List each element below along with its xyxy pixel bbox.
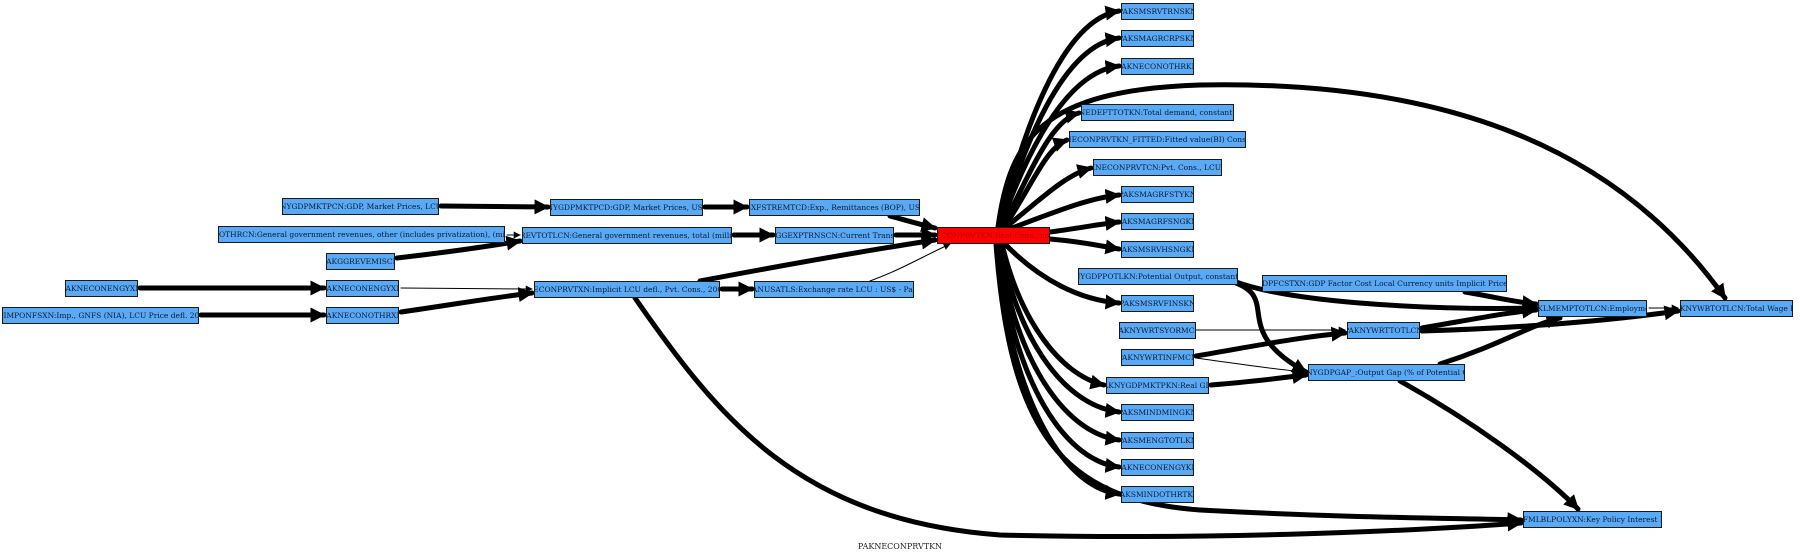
node-fitted[interactable]: PAKNECONPRVTKN_FITTED:Fitted value(BI) C… bbox=[1069, 131, 1246, 148]
edge-focus-smagrfsngkn bbox=[1047, 215, 1122, 235]
edge-focus-smsrvhsngkn bbox=[1047, 236, 1122, 255]
node-nywbtotlcn[interactable]: PAKNYWBTOTLCN:Total Wage Bill bbox=[1680, 300, 1793, 317]
node-prvtxn[interactable]: PAKNECONPRVTXN:Implicit LCU defl., Pvt. … bbox=[534, 281, 720, 298]
node-smengtotlkn[interactable]: PAKSMENGTOTLKN bbox=[1121, 432, 1194, 449]
node-neconothrkn[interactable]: PAKNECONOTHRKN bbox=[1121, 58, 1194, 75]
node-nfimponfsxn[interactable]: PAKNFIMPONFSXN:Imp., GNFS (NIA), LCU Pri… bbox=[2, 307, 199, 324]
node-ggrevemiscn[interactable]: PAKGGREVEMISCN bbox=[326, 253, 395, 270]
node-prvtcn[interactable]: PAKNECONPRVTCN:Pvt. Cons., LCU mn bbox=[1093, 159, 1222, 176]
edge-focus-nywbtotlcn bbox=[995, 82, 1728, 301]
edge-focus-nedefttotkn bbox=[999, 108, 1082, 230]
node-bxfstremtcd[interactable]: PAKBXFSTREMTCD:Exp., Remittances (BOP), … bbox=[749, 199, 920, 216]
node-neconengykn[interactable]: PAKNECONENGYKN bbox=[1121, 459, 1194, 476]
node-ggrevothrcn[interactable]: PAKGGREVOTHRCN:General government revenu… bbox=[218, 226, 505, 243]
edge-nywrttotlcn-empttotlcn bbox=[1419, 303, 1539, 331]
edge-focus-fitted bbox=[1001, 137, 1070, 230]
edge-focus-gdpmktpkn bbox=[999, 241, 1107, 390]
edge-focus-fmlblpolyxn bbox=[993, 241, 1524, 528]
edge-nywrtinfmcn-nywrttotlcn bbox=[1193, 326, 1348, 359]
node-focus[interactable]: PAKNECONPRVTKN:Real Cons., constant bbox=[937, 227, 1050, 244]
edge-prvtxn-focus bbox=[697, 234, 938, 284]
edge-prvtxn-fmlblpolyxn bbox=[632, 295, 1524, 540]
node-smsrvfinskn[interactable]: PAKSMSRVFINSKN bbox=[1121, 295, 1194, 312]
edge-gdpmktpkn-gdpgap bbox=[1208, 369, 1309, 388]
node-neconothrxn[interactable]: PAKNECONOTHRXN bbox=[326, 307, 399, 324]
edge-gdpfcstxn-empttotlcn bbox=[1462, 289, 1539, 311]
node-panusatls[interactable]: PAKPANUSATLS:Exchange rate LCU : US$ - P… bbox=[754, 281, 914, 298]
node-nywrttotlcn[interactable]: PAKNYWRTTOTLCN bbox=[1347, 322, 1420, 339]
node-gdpgap[interactable]: PAKNYGDPGAP_:Output Gap (% of Potential … bbox=[1308, 364, 1465, 381]
node-neconengyxn-left[interactable]: PAKNECONENGYXN bbox=[65, 280, 138, 297]
node-smagrfsngkn[interactable]: PAKSMAGRFSNGKN bbox=[1121, 213, 1194, 230]
edge-gdppotlkn-gdpgap bbox=[1233, 280, 1309, 375]
edge-focus-smindmingkn bbox=[997, 241, 1122, 418]
node-gdppotlkn[interactable]: PAKNYGDPPOTLKN:Potential Output, constan… bbox=[1078, 268, 1238, 285]
node-smsrvtrnskn[interactable]: PAKSMSRVTRNSKN bbox=[1121, 3, 1194, 20]
node-nedefttotkn[interactable]: PAKNEDEFTTOTKN:Total demand, constant LC… bbox=[1081, 104, 1234, 121]
edge-neconengyxn-prvtxn bbox=[400, 285, 533, 293]
edge-focus-smengtotlkn bbox=[996, 241, 1122, 446]
edge-gdpgap-empttotlcn bbox=[1437, 313, 1563, 367]
node-gdpmktpcn[interactable]: PAKNYGDPMKTPCN:GDP, Market Prices, LCU m… bbox=[282, 198, 439, 215]
node-smindothrkn[interactable]: PAKSMINDOTHRTKN bbox=[1121, 486, 1194, 503]
node-ggrevtotlcn[interactable]: PAKGGREVTOTLCN:General government revenu… bbox=[522, 227, 732, 244]
node-gdpmktpcd[interactable]: PAKNYGDPMKTPCD:GDP, Market Prices, US$ m… bbox=[550, 199, 703, 216]
edge-gdpgap-fmlblpolyxn bbox=[1397, 378, 1581, 512]
node-nywrtinfmcn[interactable]: PAKNYWRTINFMCN bbox=[1121, 349, 1194, 366]
node-smagrfstykn[interactable]: PAKSMAGRFSTYKN bbox=[1121, 186, 1194, 203]
node-neconengyxn[interactable]: PAKNECONENGYXN bbox=[326, 280, 399, 297]
node-nywrtsyormcn[interactable]: PAKNYWRTSYORMCN bbox=[1119, 322, 1196, 339]
edge-ggrevemiscn-ggrevtotlcn bbox=[394, 235, 523, 261]
node-smsrvhsngkn[interactable]: PAKSMSRVHSNGKN bbox=[1121, 241, 1194, 258]
node-gdpfcstxn[interactable]: PAKNYGDPFCSTXN:GDP Factor Cost Local Cur… bbox=[1262, 275, 1507, 292]
node-fmlblpolyxn[interactable]: PAKFMLBLPOLYXN:Key Policy Interest Rate bbox=[1523, 511, 1662, 528]
edge-focus-smagrfstykn bbox=[1009, 188, 1122, 231]
edge-focus-prvtcn bbox=[1003, 164, 1094, 230]
node-ggexptrnscn[interactable]: PAKGGEXPTRNSCN:Current Transfers bbox=[775, 227, 894, 244]
edge-panusatls-focus bbox=[869, 243, 951, 282]
node-gdpmktpkn[interactable]: PAKNYGDPMKTPKN:Real GDP bbox=[1106, 377, 1209, 394]
graph-caption: PAKNECONPRVTKN bbox=[857, 542, 943, 551]
edge-neconothrxn-prvtxn bbox=[398, 287, 535, 315]
edge-gdpmktpcn-gdpmktpcd bbox=[438, 199, 551, 215]
edge-focus-smsrvfinskn bbox=[1002, 241, 1122, 310]
node-smindmingkn[interactable]: PAKSMINDMINGKN bbox=[1121, 404, 1194, 421]
node-smagrcrpskn[interactable]: PAKSMAGRCRPSKN bbox=[1121, 30, 1194, 47]
node-empttotlcn[interactable]: PAKLMEMPTOTLCN:Employment bbox=[1538, 300, 1647, 317]
edge-bxfstremtcd-focus bbox=[887, 213, 938, 233]
